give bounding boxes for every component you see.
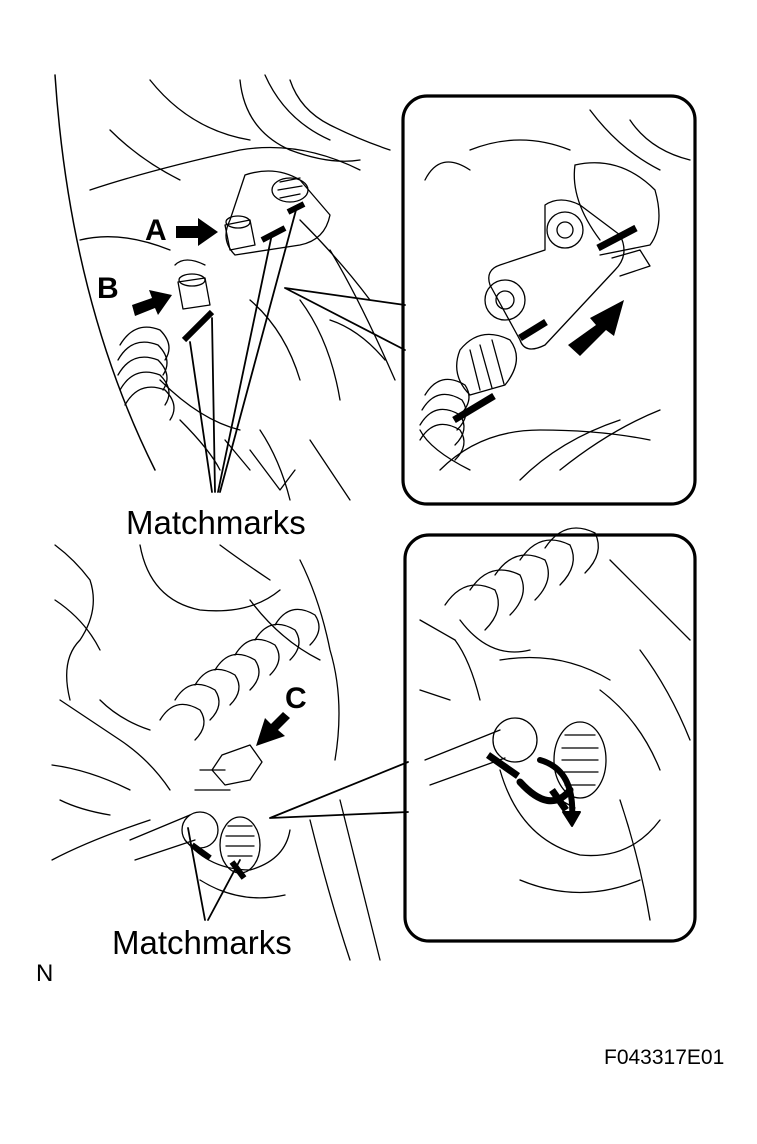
matchmarks-top-label: Matchmarks: [126, 504, 306, 541]
matchmarks-bottom-label: Matchmarks: [112, 924, 292, 961]
arrow-c-icon: [256, 712, 290, 746]
bottom-detail-connector: [269, 761, 409, 819]
corner-mark-label: N: [36, 960, 54, 987]
move-direction-arrow-icon: [568, 300, 624, 356]
figure-code-label: F043317E01: [604, 1046, 725, 1069]
arrow-a-icon: [176, 218, 218, 246]
callout-a-label: A: [145, 214, 167, 247]
top-detail-connector: [284, 287, 406, 351]
bottom-matchmarks-leaders: [187, 827, 241, 921]
bottom-main-drawing: [51, 544, 381, 961]
bottom-detail-inset: [403, 527, 697, 943]
callout-b-label: B: [97, 272, 119, 305]
top-matchmarks-leaders: [189, 209, 297, 493]
rotation-arrow-icon: [516, 757, 581, 827]
arrow-b-icon: [132, 290, 172, 316]
callout-c-label: C: [285, 682, 307, 715]
top-detail-inset: [401, 94, 697, 506]
